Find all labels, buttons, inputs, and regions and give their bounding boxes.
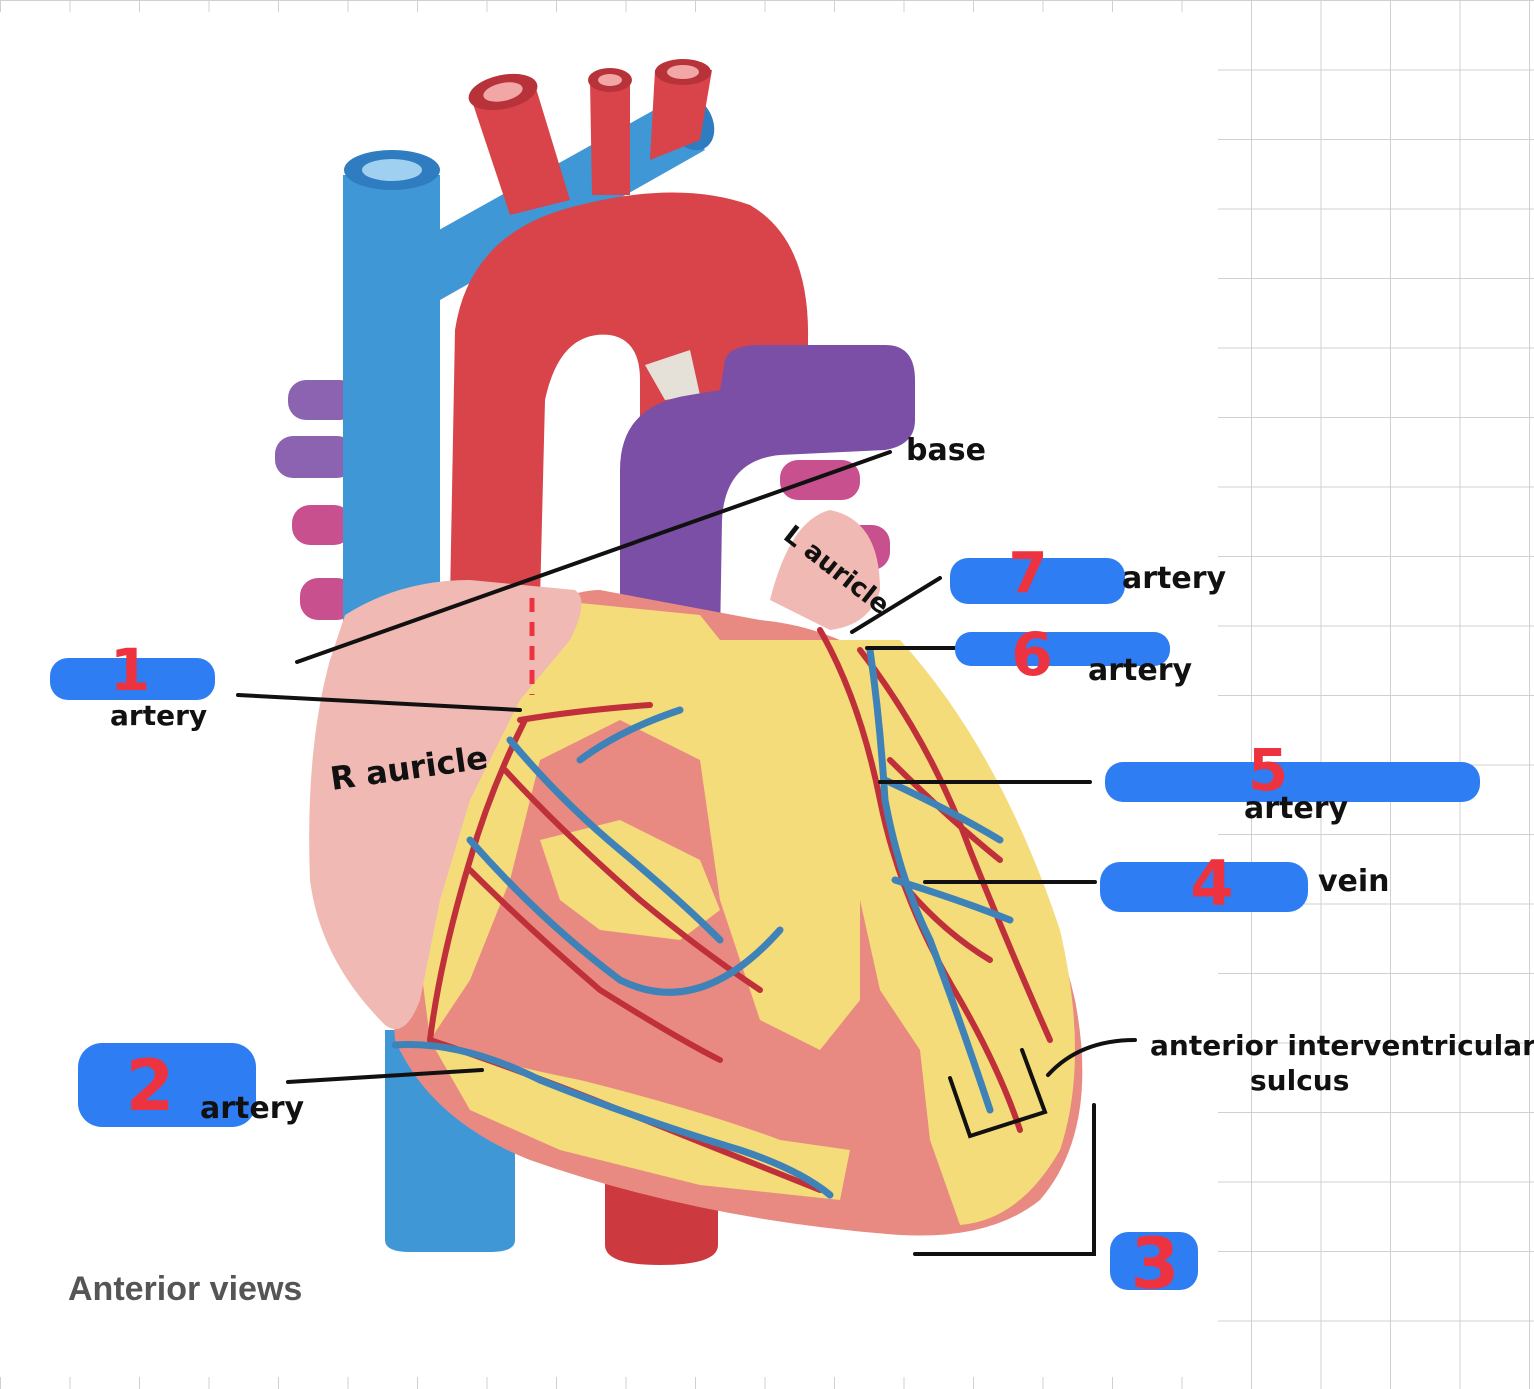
blank-suffix-6: artery [1088,653,1193,688]
anterior-interventricular-sulcus-label: anterior interventricular [1150,1029,1534,1062]
blank-number-2: 2 [126,1045,175,1127]
blank-suffix-1: artery [110,699,207,732]
highlight-2 [78,1043,256,1127]
highlight-6 [955,632,1170,666]
blank-number-5: 5 [1248,736,1288,804]
highlight-7 [950,558,1125,604]
highlight-marks [50,558,1480,1290]
blank-suffix-2: artery [200,1091,305,1126]
right-auricle [309,580,582,1030]
figure-caption: Anterior views [68,1270,302,1308]
highlight-1 [50,658,215,700]
sulcus-label: sulcus [1250,1064,1349,1097]
superior-vena-cava [343,150,440,660]
blank-suffix-5: artery [1244,791,1349,826]
blank-suffix-4: vein [1318,864,1390,899]
blank-numbers: 1 2 3 4 5 6 7 [110,541,1288,1305]
highlight-4 [1100,862,1308,912]
pulmonary-veins-right [275,380,358,620]
heart-illustration [275,59,1083,1265]
blank-suffixes: artery artery vein artery artery artery [110,561,1390,1126]
blank-number-1: 1 [110,636,150,704]
blank-number-6: 6 [1011,620,1053,690]
aortic-branches [468,59,712,215]
leader-line-3 [913,1103,1096,1256]
blank-suffix-7: artery [1122,561,1227,596]
pulmonary-trunk [620,345,915,640]
highlight-3 [1110,1232,1198,1290]
base-label: base [906,433,986,468]
leader-lines [236,450,1137,1256]
cardiac-veins [391,646,1014,1199]
leader-line-7 [850,576,942,634]
leader-line-2 [286,1068,484,1084]
left-auricle [770,510,880,630]
blank-number-4: 4 [1190,847,1233,920]
leader-line-1 [236,693,522,712]
base-leader-line [295,450,892,664]
sulcus-bracket [948,1048,1048,1139]
aortic-arch [450,192,809,600]
blank-number-7: 7 [1009,541,1048,606]
blank-number-3: 3 [1131,1223,1180,1305]
sulcus-leader-line [1046,1038,1137,1077]
highlight-5 [1105,762,1480,802]
